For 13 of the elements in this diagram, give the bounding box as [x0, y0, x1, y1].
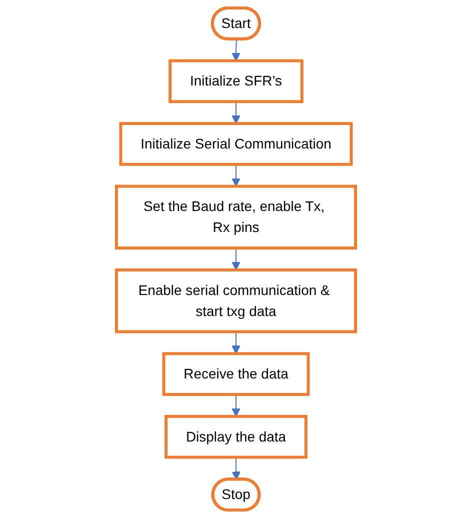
- arrow: [232, 38, 240, 62]
- arrow: [232, 101, 240, 124]
- arrow: [232, 394, 240, 417]
- arrow: [232, 248, 240, 270]
- node-box: Receive the data: [162, 352, 310, 396]
- arrow: [232, 456, 241, 480]
- node-box: Initialize SFR’s: [168, 59, 304, 104]
- node-box: Set the Baud rate, enable Tx, Rx pins: [114, 184, 358, 250]
- node-box: Display the data: [164, 414, 308, 459]
- arrow: [232, 331, 240, 354]
- node-box: Enable serial communication & start txg data: [114, 268, 358, 334]
- node-box: Initialize Serial Communication: [119, 122, 353, 166]
- arrow: [232, 164, 240, 187]
